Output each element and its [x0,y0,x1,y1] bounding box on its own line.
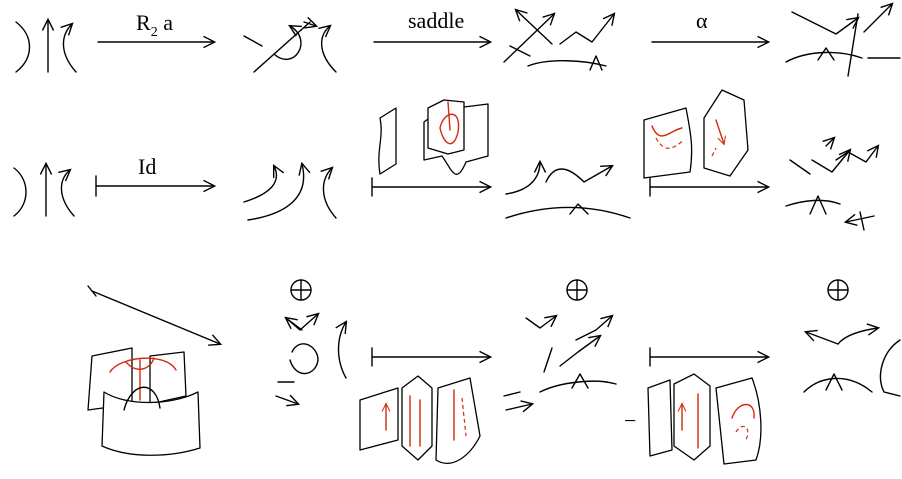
tangle-row1-start [16,20,76,72]
tangle-row1-r2 [244,22,336,72]
arrow-row3-diagonal [88,286,220,344]
arrow-alpha: α [652,8,768,42]
oplus-3 [828,280,848,300]
label-r2a: R2 a [136,10,173,40]
arrow-row2-cobordism1 [372,100,490,196]
arrow-r2a: R2 a [98,10,214,42]
label-id: Id [138,154,156,179]
tangle-row1-saddle [504,10,614,70]
tangle-row2-start [14,164,74,216]
tangle-row2-end [786,138,878,230]
oplus-2 [567,280,587,300]
arrow-saddle: saddle [374,8,490,42]
minus-sign: − [624,408,636,433]
tangle-row1-alpha [786,4,900,76]
arrow-row3-cobordism2: − [624,348,768,464]
tangle-row3-b [504,316,616,410]
label-alpha: α [696,8,708,33]
arrow-row3-cobordism1 [360,348,490,463]
oplus-1 [291,280,311,300]
arrow-row2-cobordism2 [644,90,768,196]
tangle-row2-id [244,164,336,220]
tangle-row3-end [804,328,900,396]
tangle-row3-a [276,314,346,404]
label-saddle: saddle [408,8,464,33]
arrow-id: Id [96,154,214,196]
tangle-row2-mid [506,162,630,218]
cobordism-row3-left [88,348,200,455]
